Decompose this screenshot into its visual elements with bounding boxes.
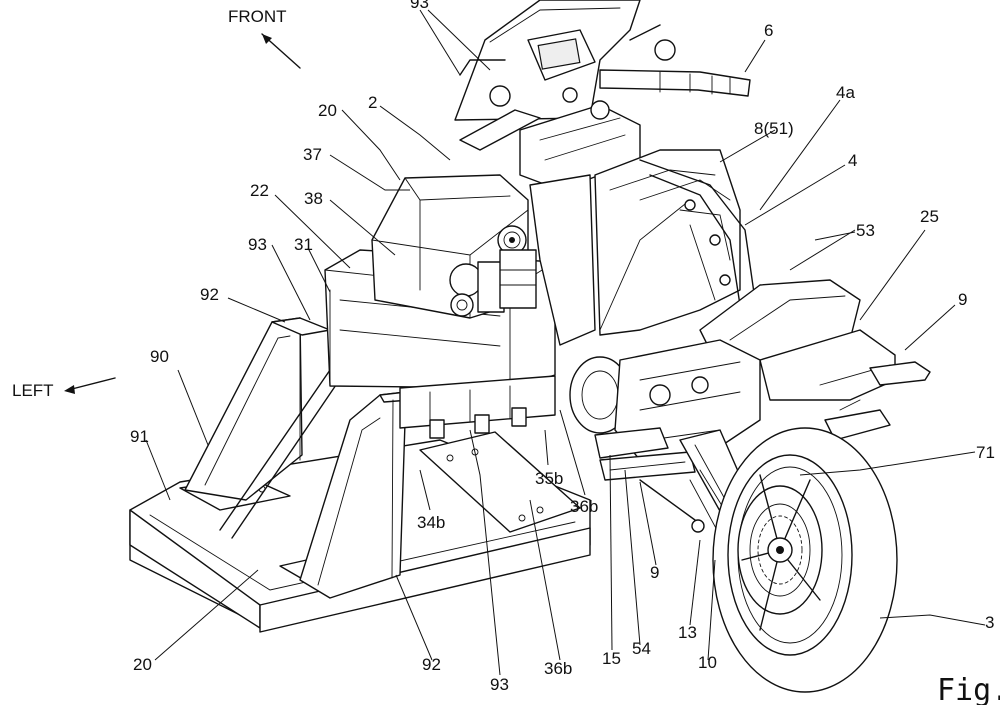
reference-numeral-15: 15 bbox=[602, 649, 621, 668]
reference-numeral-71: 71 bbox=[976, 443, 995, 462]
reference-numeral-37: 37 bbox=[303, 145, 322, 164]
motorcycle-frame bbox=[529, 149, 756, 346]
reference-numeral-93-top: 93 bbox=[410, 0, 429, 12]
reference-numeral-25: 25 bbox=[920, 207, 939, 226]
reference-numeral-6: 6 bbox=[764, 21, 773, 40]
direction-left-label: LEFT bbox=[12, 381, 54, 400]
reference-numeral-20-top: 20 bbox=[318, 101, 337, 120]
reference-numeral-2: 2 bbox=[368, 93, 377, 112]
reference-numeral-9-right: 9 bbox=[958, 290, 967, 309]
reference-numeral-10: 10 bbox=[698, 653, 717, 672]
reference-numeral-20-bottom: 20 bbox=[133, 655, 152, 674]
motorcycle-tail bbox=[699, 279, 931, 441]
reference-numeral-92-left: 92 bbox=[200, 285, 219, 304]
reference-numeral-31: 31 bbox=[294, 235, 313, 254]
leader-lines bbox=[64, 9, 986, 676]
reference-numeral-4a: 4a bbox=[836, 83, 855, 102]
reference-numeral-38: 38 bbox=[304, 189, 323, 208]
reference-numeral-34b: 34b bbox=[417, 513, 445, 532]
reference-numeral-53: 53 bbox=[856, 221, 875, 240]
reference-numeral-36b-mid: 36b bbox=[570, 497, 598, 516]
rear-wheel bbox=[712, 427, 898, 693]
reference-numeral-92-bottom: 92 bbox=[422, 655, 441, 674]
reference-numeral-9-bottom: 9 bbox=[650, 563, 659, 582]
reference-numeral-8-51: 8(51) bbox=[754, 119, 794, 138]
reference-numeral-93-left: 93 bbox=[248, 235, 267, 254]
reference-numeral-3: 3 bbox=[985, 613, 994, 632]
power-unit-box bbox=[324, 174, 556, 439]
reference-numeral-93-bottom: 93 bbox=[490, 675, 509, 694]
reference-numeral-91: 91 bbox=[130, 427, 149, 446]
reference-numeral-90: 90 bbox=[150, 347, 169, 366]
reference-numeral-54: 54 bbox=[632, 639, 651, 658]
reference-numeral-35b: 35b bbox=[535, 469, 563, 488]
reference-numeral-22: 22 bbox=[250, 181, 269, 200]
reference-numeral-13: 13 bbox=[678, 623, 697, 642]
reference-numeral-36b-bottom: 36b bbox=[544, 659, 572, 678]
figure-caption: Fig. bbox=[937, 673, 1000, 705]
direction-front-label: FRONT bbox=[228, 7, 287, 26]
reference-numeral-4: 4 bbox=[848, 151, 857, 170]
